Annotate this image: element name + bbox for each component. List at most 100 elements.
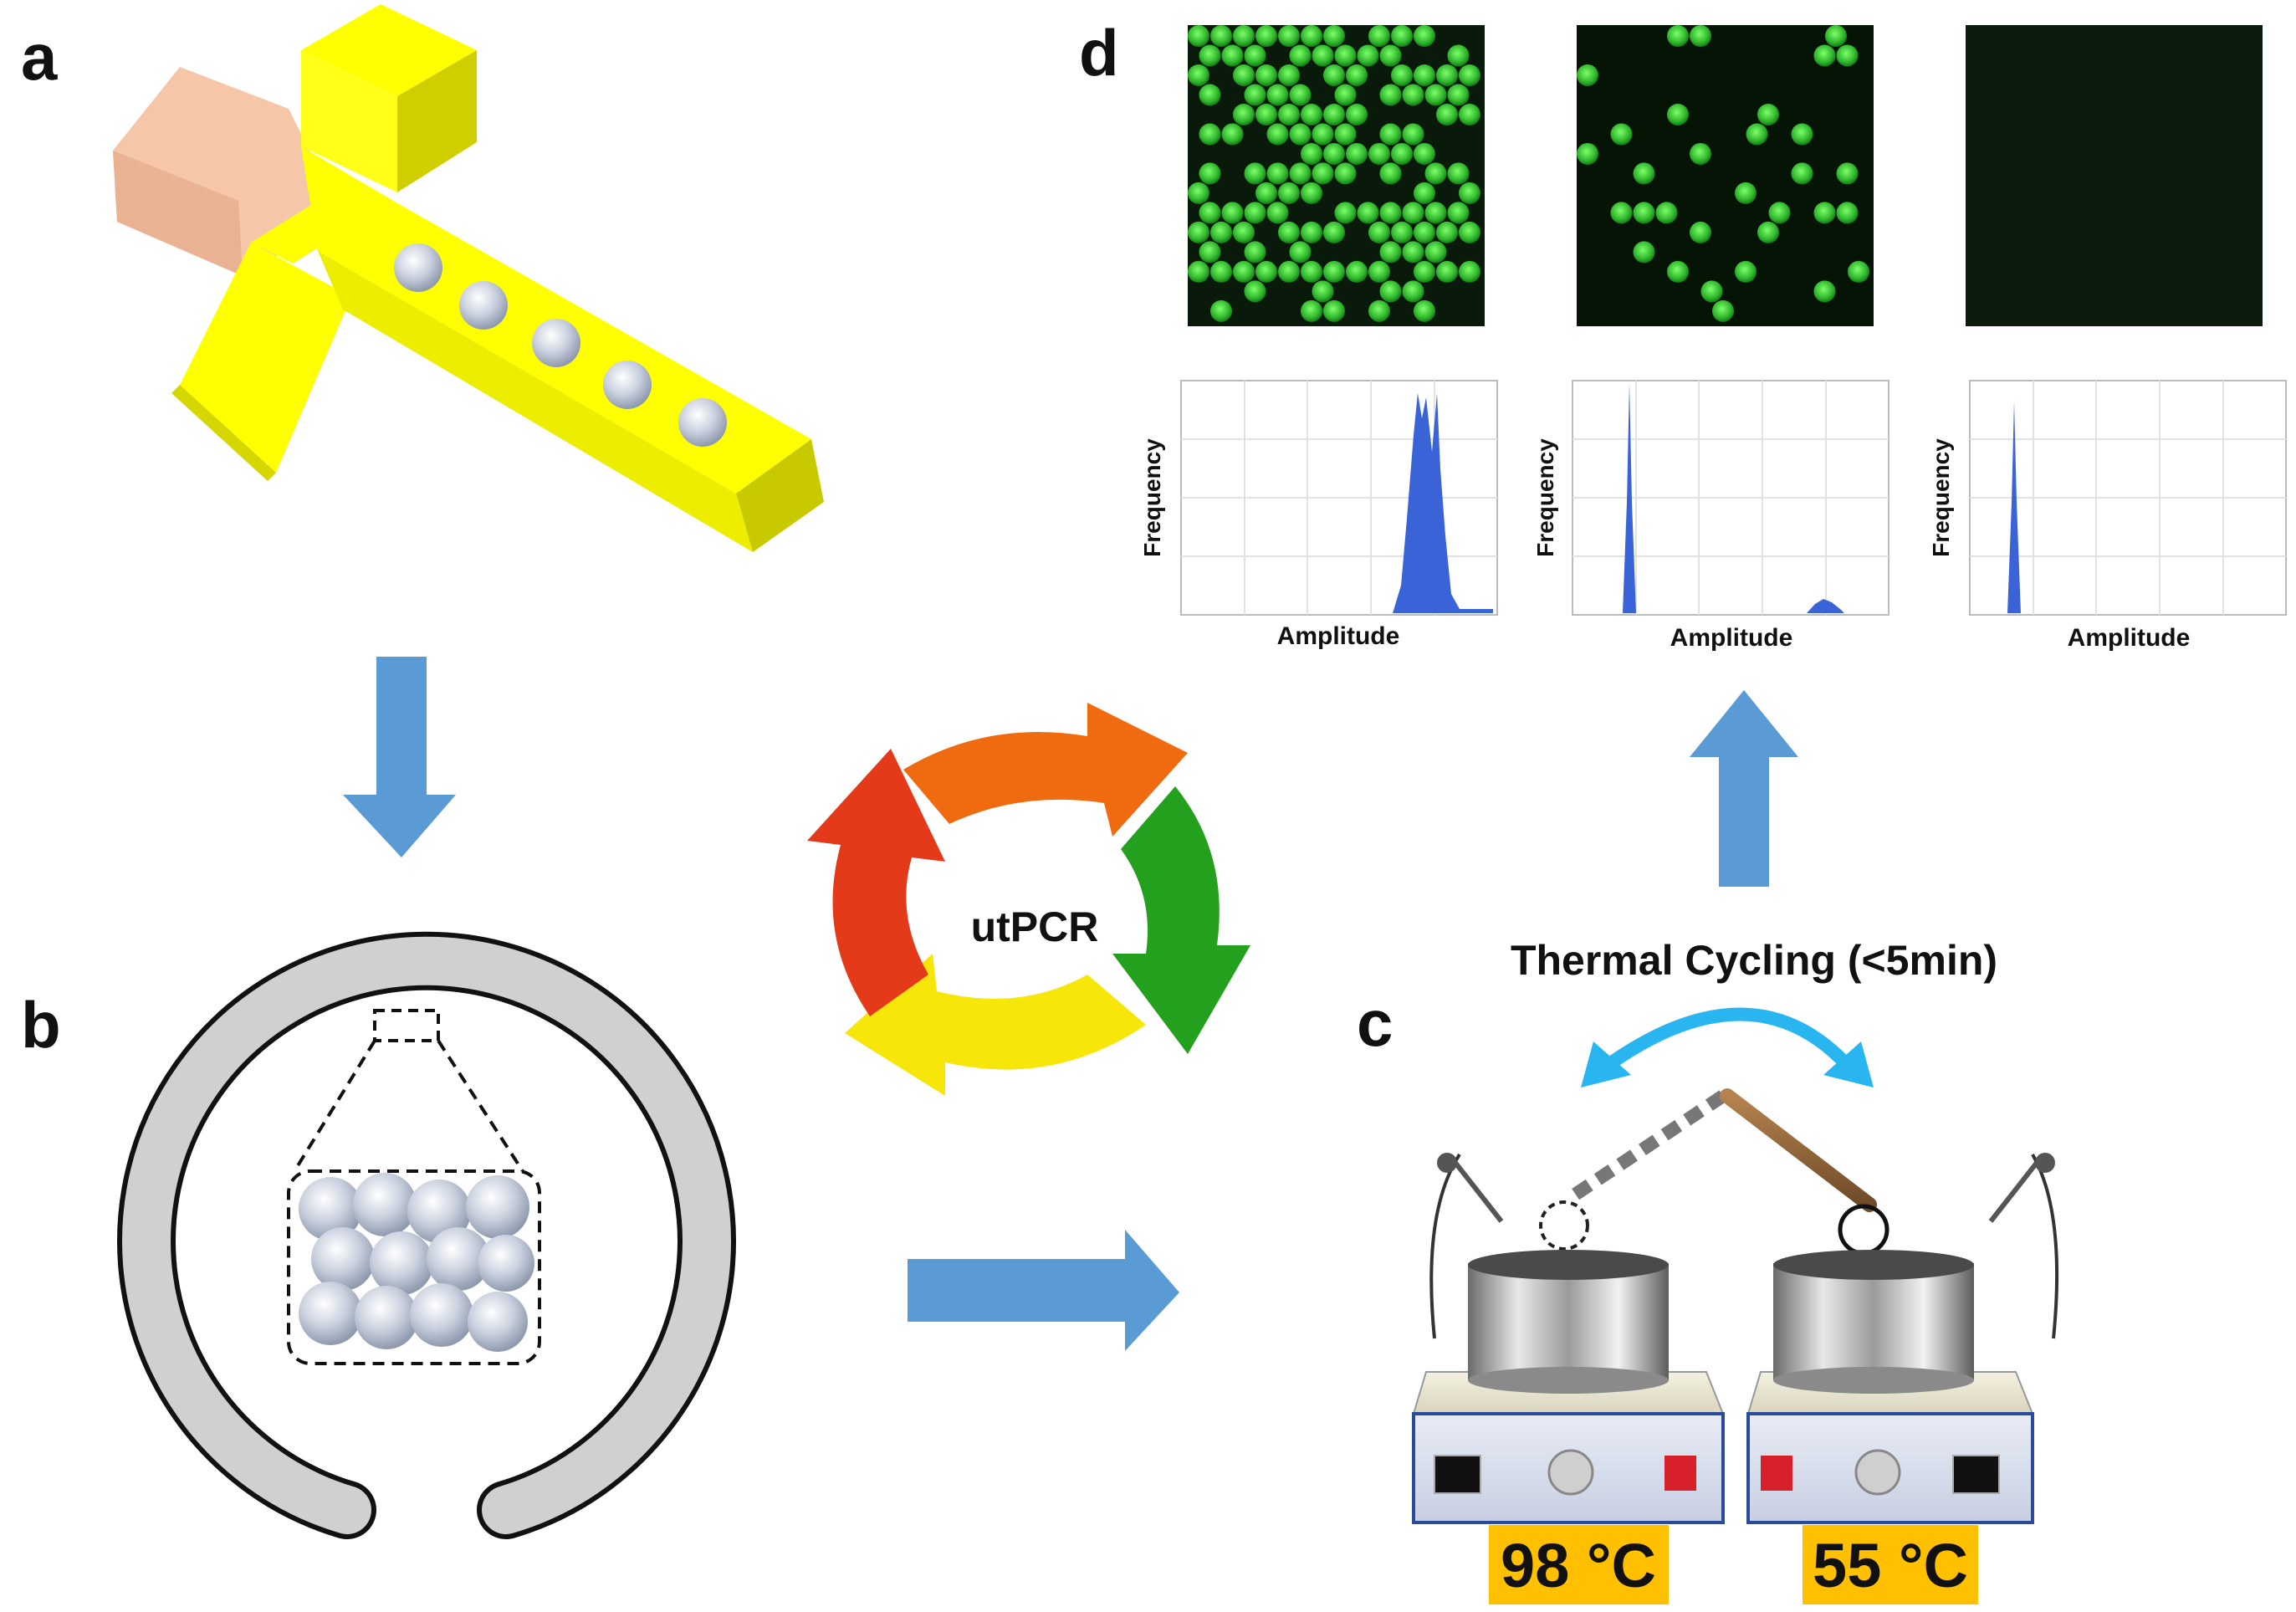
panel-label-d: d [1079, 16, 1119, 90]
fluorescent-droplet [1301, 260, 1322, 283]
fluorescent-droplet [1334, 162, 1357, 185]
fluorescent-droplet [1825, 25, 1847, 47]
fluorescent-droplet [1414, 25, 1435, 47]
cycle-label: utPCR [971, 903, 1099, 950]
fluorescent-droplet [1255, 103, 1277, 125]
histogram-peak [1393, 393, 1493, 613]
fluorescent-droplet [1357, 202, 1379, 224]
fluorescent-droplet [1379, 241, 1402, 264]
fluorescent-droplet [1301, 142, 1322, 165]
fluorescent-droplet [1633, 241, 1655, 264]
fluorescent-droplet [1813, 202, 1836, 224]
fluorescent-droplet [1379, 162, 1402, 185]
fluorescent-droplet [1199, 241, 1221, 264]
fluorescent-droplet [1312, 44, 1334, 67]
fluorescent-droplet [1746, 123, 1768, 146]
fluorescent-droplet [1278, 221, 1300, 243]
fluorescent-droplet [1447, 84, 1470, 106]
fluorescent-droplet [1577, 142, 1598, 165]
fluorescent-droplet [1199, 44, 1221, 67]
zoom-region-box [373, 1009, 440, 1042]
fluorescent-droplet [1289, 162, 1312, 185]
fluorescent-droplet [1459, 221, 1480, 243]
fluorescent-droplet [1610, 202, 1633, 224]
fluorescent-droplet [1323, 221, 1345, 243]
fluorescent-droplet [1735, 260, 1757, 283]
fluorescent-droplet [1447, 44, 1470, 67]
fluorescent-droplet [1791, 162, 1813, 185]
fluorescent-droplet [1447, 162, 1470, 185]
sample-rod [1720, 1088, 1889, 1256]
fluorescent-droplet [1368, 142, 1390, 165]
hist3-xlabel: Amplitude [2068, 624, 2191, 652]
fluorescent-droplet [1289, 44, 1312, 67]
fluorescent-droplet [1690, 25, 1711, 47]
droplet [394, 243, 442, 292]
fluorescent-droplet [1836, 44, 1859, 67]
panel-label-a: a [21, 20, 58, 94]
fluorescent-droplet [1244, 202, 1266, 224]
fluorescent-droplet [1436, 103, 1458, 125]
fluorescent-droplet [1391, 221, 1413, 243]
fluorescence-image-3 [1966, 25, 2263, 326]
fluorescent-droplet [1768, 202, 1791, 224]
fluorescent-droplet [1459, 182, 1480, 204]
droplet [678, 398, 727, 447]
fluorescent-droplet [1379, 280, 1402, 303]
fluorescent-droplet [1244, 280, 1266, 303]
fluorescent-droplet [1312, 162, 1334, 185]
fluorescent-droplet [1323, 142, 1345, 165]
fluorescent-droplet [1199, 84, 1221, 106]
fluorescent-droplet [1278, 64, 1300, 86]
fluorescent-droplet [1402, 280, 1424, 303]
fluorescent-droplet [1655, 202, 1678, 224]
fluorescent-droplet [1233, 64, 1255, 86]
fluorescent-droplet [1402, 202, 1424, 224]
fluorescent-droplet [1210, 260, 1232, 283]
water-bath-left [1412, 1153, 1725, 1524]
t-junction-chip [113, 4, 824, 552]
fluorescent-droplet [1379, 44, 1402, 67]
fluorescent-droplet [1188, 182, 1209, 204]
fluorescent-droplet [1289, 123, 1312, 146]
fluorescent-droplet [1402, 123, 1424, 146]
fluorescent-droplet [1188, 260, 1209, 283]
fluorescent-droplet [1402, 84, 1424, 106]
fluorescent-droplet [1848, 260, 1869, 283]
hist1-xlabel: Amplitude [1277, 622, 1400, 650]
panel-label-c: c [1357, 986, 1393, 1060]
fluorescent-droplet [1233, 260, 1255, 283]
fluorescent-droplet [1210, 25, 1232, 47]
fluorescent-droplet [1255, 182, 1277, 204]
fluorescence-image-1 [1188, 25, 1485, 326]
fluorescent-droplet [1323, 25, 1345, 47]
fluorescent-droplet [1424, 84, 1447, 106]
fluorescent-droplet [1667, 103, 1689, 125]
fluorescent-droplet [1414, 182, 1435, 204]
histogram-2: Frequency Amplitude [1532, 380, 1889, 652]
sample-rod-ghost [1539, 1090, 1727, 1251]
hist3-ylabel: Frequency [1928, 438, 1954, 557]
fluorescent-droplet [1436, 260, 1458, 283]
histogram-peak-small [1807, 599, 1844, 613]
fluorescent-droplet [1667, 260, 1689, 283]
fluorescent-droplet [1690, 221, 1711, 243]
fluorescent-droplet [1255, 25, 1277, 47]
histogram-1: Frequency Amplitude [1139, 380, 1498, 650]
fluorescent-droplet [1633, 162, 1655, 185]
fluorescent-droplet [1836, 202, 1859, 224]
fluorescent-droplet [1368, 25, 1390, 47]
fluorescent-droplet [1414, 299, 1435, 322]
fluorescent-droplet [1312, 280, 1334, 303]
fluorescent-droplet [1301, 103, 1322, 125]
fluorescent-droplet [1221, 44, 1244, 67]
fluorescent-droplet [1323, 299, 1345, 322]
fluorescent-droplet [1346, 64, 1368, 86]
fluorescent-droplet [1278, 182, 1300, 204]
fluorescent-droplet [1301, 299, 1322, 322]
fluorescent-droplet [1346, 260, 1368, 283]
fluorescent-droplet [1391, 142, 1413, 165]
fluorescent-droplet [1301, 25, 1322, 47]
histogram-peak [2007, 402, 2021, 613]
fluorescent-droplet [1379, 202, 1402, 224]
